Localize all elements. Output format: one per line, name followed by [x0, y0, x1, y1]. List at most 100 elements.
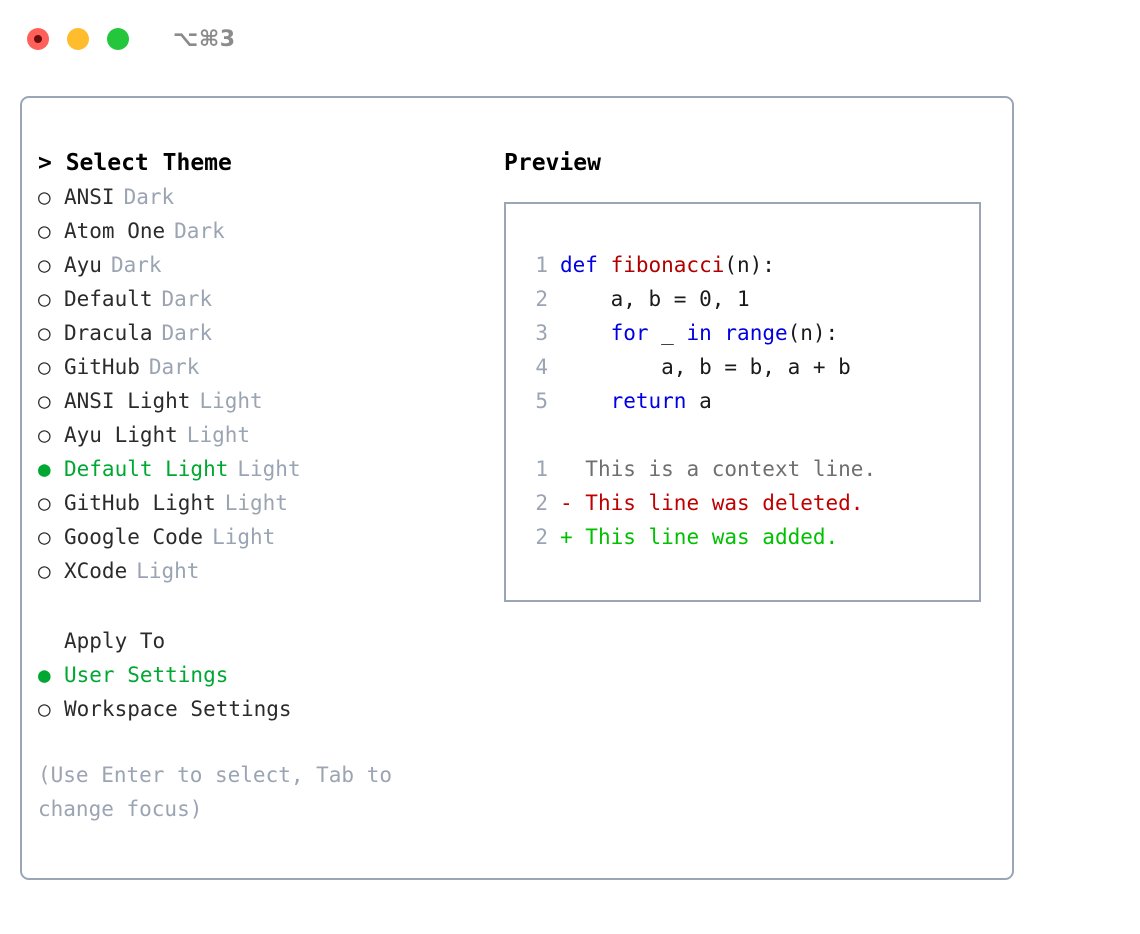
diff-line: 1 This is a context line.: [506, 452, 979, 486]
diff-line-text: This line was added.: [572, 525, 839, 549]
code-token-plain: a, b = 0, 1: [560, 287, 750, 311]
diff-line-number: 1: [535, 457, 548, 481]
radio-selected-icon: ●: [38, 457, 51, 481]
section-spacer: [38, 588, 502, 624]
theme-list-item[interactable]: ○ Ayu Light Light: [38, 418, 502, 452]
code-line-number: 4: [535, 355, 548, 379]
code-line-content: a, b = b, a + b: [560, 350, 851, 384]
radio-unselected-icon: ○: [38, 355, 51, 379]
theme-list-item[interactable]: ○ Dracula Dark: [38, 316, 502, 350]
theme-list-item[interactable]: ○ GitHub Light Light: [38, 486, 502, 520]
theme-item-category: Dark: [148, 355, 200, 379]
theme-item-label: GitHub: [64, 355, 140, 379]
radio-unselected-icon: ○: [38, 423, 51, 447]
diff-marker: [560, 452, 573, 486]
radio-unselected-icon: ○: [38, 219, 51, 243]
apply-to-label: User Settings: [64, 663, 229, 687]
theme-item-category: Light: [224, 491, 288, 515]
apply-to-title: Apply To: [64, 629, 166, 653]
diff-line: 2- This line was deleted.: [506, 486, 979, 520]
theme-item-category: Light: [186, 423, 251, 447]
diff-line-text: This line was deleted.: [572, 491, 864, 515]
code-line-content: a, b = 0, 1: [560, 282, 750, 316]
code-line: 4 a, b = b, a + b: [506, 350, 979, 384]
theme-item-label: Ayu Light: [64, 423, 178, 447]
apply-to-label: Workspace Settings: [64, 697, 292, 721]
diff-marker: -: [560, 491, 573, 515]
diff-line: 2+ This line was added.: [506, 520, 979, 554]
code-token-kw: return: [610, 389, 687, 413]
theme-item-category: Dark: [110, 253, 162, 277]
code-line: 3 for _ in range(n):: [506, 316, 979, 350]
code-line: 1 def fibonacci(n):: [506, 248, 979, 282]
code-token-plain: [712, 321, 725, 345]
code-token-kw: range: [724, 321, 788, 345]
code-token-kw: def: [560, 253, 611, 277]
theme-item-category: Light: [136, 559, 200, 583]
radio-unselected-icon: ○: [38, 253, 51, 277]
radio-unselected-icon: ○: [38, 491, 51, 515]
radio-selected-icon: ●: [38, 663, 51, 687]
theme-item-label: GitHub Light: [64, 491, 216, 515]
code-token-plain: [560, 389, 611, 413]
code-line-number: 5: [535, 389, 548, 413]
code-line-number: 2: [535, 287, 548, 311]
code-line-number: 1: [535, 253, 548, 277]
code-line-content: def fibonacci(n):: [560, 248, 775, 282]
code-token-plain: _: [648, 321, 687, 345]
theme-item-label: XCode: [64, 559, 128, 583]
diff-sample: 1 This is a context line.2- This line wa…: [506, 452, 979, 554]
theme-list-item[interactable]: ○ GitHub Dark: [38, 350, 502, 384]
preview-pane-title: Preview: [504, 150, 601, 176]
close-button[interactable]: [27, 28, 49, 50]
maximize-button[interactable]: [107, 28, 129, 50]
code-token-fn: fibonacci: [610, 253, 725, 277]
window-controls: [27, 28, 129, 50]
theme-item-label: Dracula: [64, 321, 153, 345]
recording-dot-icon: [34, 35, 42, 43]
diff-line-text: This is a context line.: [572, 457, 877, 481]
code-line: 5 return a: [506, 384, 979, 418]
theme-item-category: Dark: [123, 185, 175, 209]
radio-unselected-icon: ○: [38, 525, 51, 549]
theme-item-category: Light: [212, 525, 276, 549]
radio-unselected-icon: ○: [38, 287, 51, 311]
theme-item-category: Light: [199, 389, 263, 413]
theme-item-label: Atom One: [64, 219, 166, 243]
code-token-plain: a: [686, 389, 712, 413]
keyboard-hint-text: (Use Enter to select, Tab to change focu…: [38, 763, 405, 821]
code-line: 2 a, b = 0, 1: [506, 282, 979, 316]
apply-to-option[interactable]: ● User Settings: [38, 658, 502, 692]
radio-unselected-icon: ○: [38, 321, 51, 345]
theme-pane-title: > Select Theme: [38, 150, 232, 176]
code-token-plain: a, b = b, a + b: [560, 355, 851, 379]
diff-marker: +: [560, 525, 573, 549]
theme-item-label: ANSI: [64, 185, 115, 209]
code-token-kw: for: [610, 321, 649, 345]
apply-to-option[interactable]: ○Workspace Settings: [38, 692, 502, 726]
radio-unselected-icon: ○: [38, 389, 51, 413]
title-bar: ⌥⌘3: [0, 0, 1140, 78]
apply-to-list[interactable]: ● User Settings ○Workspace Settings: [38, 658, 502, 726]
theme-item-category: Dark: [161, 321, 213, 345]
code-token-plain: (n):: [787, 321, 839, 345]
code-line-content: return a: [560, 384, 712, 418]
code-line-content: for _ in range(n):: [560, 316, 839, 350]
theme-item-label: Default Light: [64, 457, 229, 481]
code-token-kw: in: [686, 321, 712, 345]
minimize-button[interactable]: [67, 28, 89, 50]
